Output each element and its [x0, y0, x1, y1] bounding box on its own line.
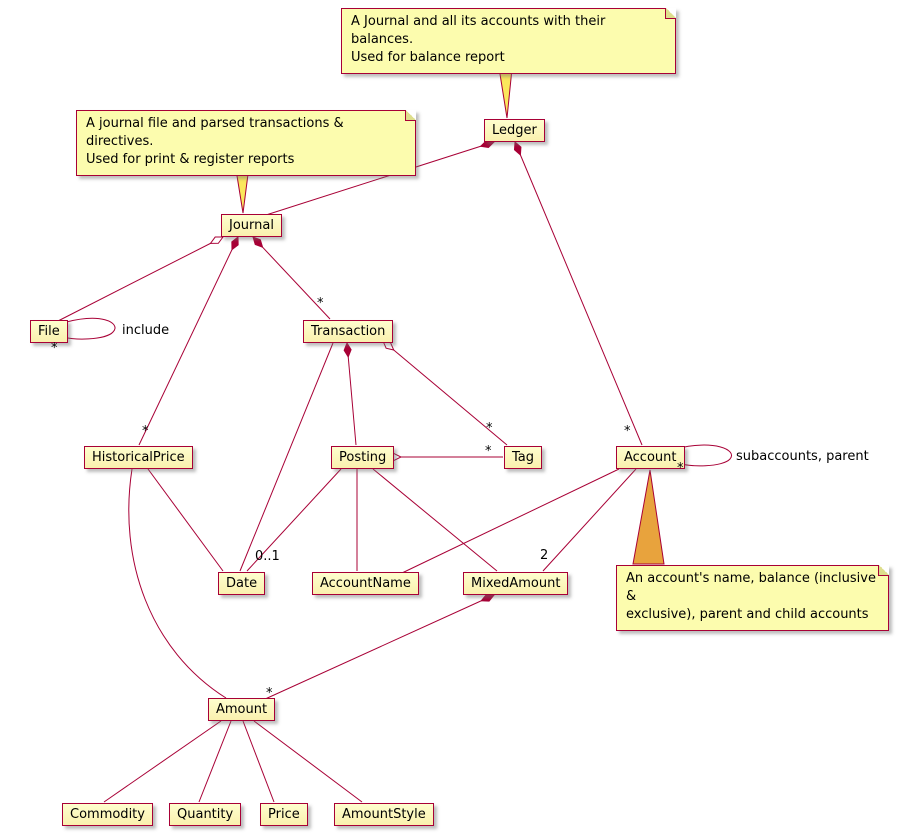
class-price: Price — [260, 803, 308, 826]
class-historicalprice: HistoricalPrice — [84, 446, 193, 469]
edge-amount-quantity — [198, 720, 232, 803]
edge-historicalprice-date — [147, 468, 224, 572]
class-account: Account — [616, 446, 685, 469]
class-quantity: Quantity — [169, 803, 242, 826]
multiplicity-mixedamount-amount: * — [266, 686, 273, 701]
edge-transaction-posting — [347, 343, 357, 446]
multiplicity-file-include: * — [51, 341, 58, 356]
multiplicity-account-mixedamount: 2 — [540, 548, 549, 563]
edge-amount-price — [242, 720, 275, 803]
edge-journal-transaction — [253, 237, 331, 320]
class-posting: Posting — [331, 446, 395, 469]
multiplicity-ledger-account: * — [624, 424, 631, 439]
note-ledger: A Journal and all its accounts with thei… — [341, 8, 676, 74]
edge-transaction-date — [239, 342, 334, 572]
note-journal-text: A journal file and parsed transactions &… — [86, 116, 344, 168]
class-mixedamount: MixedAmount — [463, 572, 569, 595]
note-account: An account's name, balance (inclusive & … — [616, 565, 889, 631]
note-fold-icon — [405, 110, 416, 121]
edge-ledger-journal — [265, 142, 494, 216]
multiplicity-account-subaccounts: * — [677, 461, 684, 476]
note-fold-icon — [665, 8, 676, 19]
edge-posting-mixedamount — [372, 468, 498, 572]
multiplicity-journal-transaction: * — [317, 296, 324, 311]
note-pointer-account — [632, 469, 665, 565]
edge-transaction-tag — [383, 341, 508, 446]
edge-ledger-account — [515, 142, 643, 446]
class-tag: Tag — [504, 446, 543, 469]
class-transaction: Transaction — [303, 320, 394, 343]
class-amount: Amount — [208, 698, 276, 721]
note-ledger-text: A Journal and all its accounts with thei… — [351, 14, 606, 66]
edge-journal-historicalprice — [138, 237, 238, 446]
edge-amount-commodity — [103, 720, 222, 803]
class-ledger: Ledger — [484, 119, 545, 142]
edge-amount-amountstyle — [253, 720, 363, 803]
class-journal: Journal — [221, 214, 282, 237]
multiplicity-posting-tag: * — [485, 444, 492, 459]
edge-label-subaccounts-parent: subaccounts, parent — [736, 449, 869, 464]
edge-journal-file — [57, 237, 223, 322]
note-account-text: An account's name, balance (inclusive & … — [626, 571, 876, 623]
edge-posting-date — [246, 468, 342, 572]
edge-label-include: include — [122, 323, 170, 338]
multiplicity-posting-date: 0..1 — [255, 549, 280, 564]
note-fold-icon — [878, 565, 889, 576]
multiplicity-transaction-tag: * — [486, 421, 493, 436]
multiplicity-journal-historicalprice: * — [142, 424, 149, 439]
edge-mixedamount-amount — [262, 595, 494, 701]
edge-historicalprice-amount — [128, 468, 227, 699]
edge-file-include-self-loop — [59, 317, 116, 340]
class-file: File — [30, 320, 68, 343]
class-accountname: AccountName — [312, 572, 419, 595]
class-commodity: Commodity — [62, 803, 153, 826]
note-journal: A journal file and parsed transactions &… — [76, 110, 416, 176]
edge-account-mixedamount — [542, 468, 637, 572]
class-date: Date — [218, 572, 266, 595]
edge-account-subaccounts-self-loop — [674, 444, 733, 467]
edge-account-accountname — [401, 468, 620, 574]
class-amountstyle: AmountStyle — [334, 803, 434, 826]
